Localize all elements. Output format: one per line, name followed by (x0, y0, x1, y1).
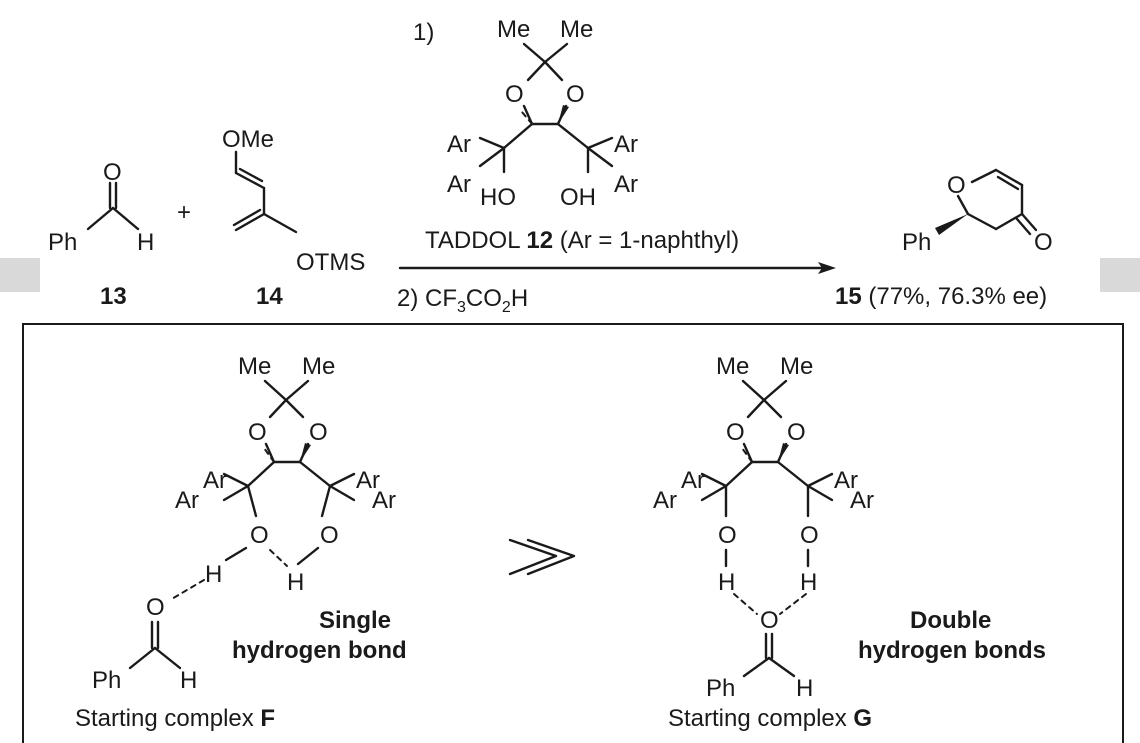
atom-o-f-1: O (248, 419, 267, 446)
left-title-line-1: Single (319, 607, 391, 634)
atom-ar-g-2: Ar (653, 487, 677, 514)
atom-me-g-left: Me (716, 353, 749, 380)
atom-me-f-right: Me (302, 353, 335, 380)
atom-ar-f-3: Ar (356, 467, 380, 494)
watermark-band (0, 258, 1140, 292)
atom-o-ring-right: O (566, 81, 585, 108)
step-2-label: 2) CF3CO2H (397, 285, 528, 316)
catalyst-label: TADDOL 12 (Ar = 1-naphthyl) (425, 227, 739, 254)
atom-ar-g-3: Ar (834, 467, 858, 494)
atom-ar-g-1: Ar (681, 467, 705, 494)
atom-o-f-3: O (250, 522, 269, 549)
atom-h-g-ald: H (796, 675, 813, 702)
atom-me-g-right: Me (780, 353, 813, 380)
comparison-box (22, 323, 1124, 743)
right-caption: Starting complex G (668, 705, 872, 732)
atom-ar-f-4: Ar (372, 487, 396, 514)
atom-o-f-2: O (309, 419, 328, 446)
product-label: 15 (77%, 76.3% ee) (835, 283, 1047, 310)
atom-ph-g: Ph (706, 675, 735, 702)
atom-ar-1: Ar (447, 131, 471, 158)
atom-ar-f-1: Ar (203, 467, 227, 494)
atom-h-f-2: H (287, 569, 304, 596)
step-1-marker: 1) (413, 19, 434, 46)
atom-o-g-4: O (800, 522, 819, 549)
right-title-line-1: Double (910, 607, 991, 634)
reaction-arrow (398, 262, 836, 274)
atom-ome: OMe (222, 126, 274, 153)
complex-f: Me Me O O Ar Ar Ar Ar O O H H O (92, 353, 396, 694)
atom-h-g-1: H (718, 569, 735, 596)
atom-ph-f: Ph (92, 667, 121, 694)
atom-h-g-2: H (800, 569, 817, 596)
atom-o-carbonyl: O (1034, 229, 1053, 256)
atom-o-f-4: O (320, 522, 339, 549)
atom-ar-g-4: Ar (850, 487, 874, 514)
diene-14: OMe OTMS 14 (222, 126, 365, 310)
benzaldehyde-13: O Ph H 13 (48, 159, 154, 310)
plus-sign: + (177, 199, 191, 226)
atom-o-ring-left: O (505, 81, 524, 108)
atom-h-f-ald: H (180, 667, 197, 694)
atom-o-f-ald: O (146, 594, 165, 621)
compound-number-13: 13 (100, 283, 127, 310)
atom-o-g-2: O (787, 419, 806, 446)
atom-ph: Ph (48, 229, 77, 256)
dihydropyranone-15: O O Ph (902, 168, 1053, 256)
atom-ph-product: Ph (902, 229, 931, 256)
atom-ar-4: Ar (614, 171, 638, 198)
atom-otms: OTMS (296, 249, 365, 276)
left-title-line-2: hydrogen bond (232, 637, 407, 664)
atom-ho: HO (480, 184, 516, 211)
much-greater-symbol (508, 538, 576, 576)
atom-ar-2: Ar (447, 171, 471, 198)
atom-me-left: Me (497, 16, 530, 43)
atom-o-g-3: O (718, 522, 737, 549)
atom-h: H (137, 229, 154, 256)
atom-oh: OH (560, 184, 596, 211)
complex-g: Me Me O O Ar Ar Ar Ar O O H H O (653, 353, 874, 702)
atom-me-right: Me (560, 16, 593, 43)
right-title-line-2: hydrogen bonds (858, 637, 1046, 664)
atom-o-g-ald: O (760, 607, 779, 634)
atom-h-f-1: H (205, 561, 222, 588)
atom-o: O (103, 159, 122, 186)
atom-o-ring: O (947, 172, 966, 199)
atom-ar-f-2: Ar (175, 487, 199, 514)
atom-ar-3: Ar (614, 131, 638, 158)
taddol-catalyst-12: Me Me O O Ar Ar Ar Ar HO OH (447, 16, 638, 211)
left-caption: Starting complex F (75, 705, 275, 732)
atom-o-g-1: O (726, 419, 745, 446)
compound-number-14: 14 (256, 283, 283, 310)
atom-me-f-left: Me (238, 353, 271, 380)
